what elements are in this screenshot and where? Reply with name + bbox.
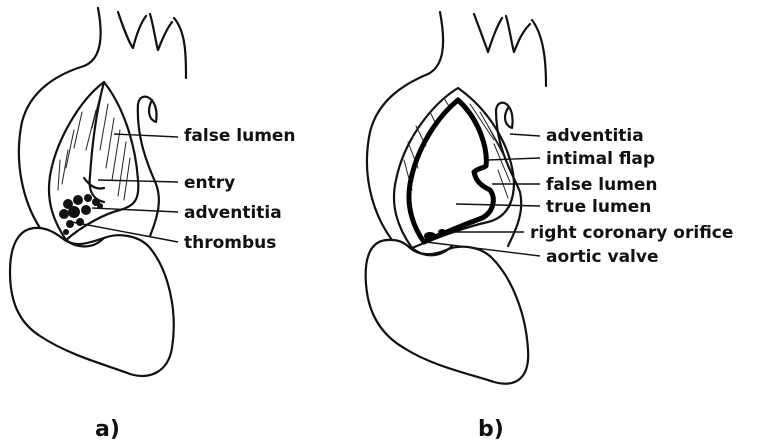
leader-true-lumen-b (456, 204, 540, 206)
leader-adventitia-a (92, 208, 178, 212)
heart-outline-b (366, 240, 529, 384)
leader-entry-a (98, 180, 178, 182)
label-true-lumen-b: true lumen (546, 197, 651, 217)
leader-aortic-valve-b (426, 242, 540, 256)
panel-a-labels: false lumen entry adventitia thrombus (184, 126, 296, 253)
panel-b-caption: b) (478, 417, 504, 442)
wall-hatching-a (58, 96, 130, 200)
label-adventitia-b: adventitia (546, 126, 644, 146)
great-vessels-b (474, 14, 546, 86)
leader-thrombus-a (72, 222, 178, 242)
panel-b-drawing (366, 12, 546, 384)
label-thrombus-a: thrombus (184, 233, 276, 253)
aorta-back-wall-a (138, 97, 159, 236)
panel-a-drawing (10, 8, 186, 376)
label-aortic-valve-b: aortic valve (546, 247, 658, 267)
great-vessels-a (118, 12, 186, 78)
label-adventitia-a: adventitia (184, 203, 282, 223)
label-entry-a: entry (184, 173, 235, 193)
label-right-coronary-orifice-b: right coronary orifice (530, 223, 733, 243)
label-intimal-flap-b: intimal flap (546, 149, 655, 169)
panel-a-caption: a) (95, 417, 120, 442)
leader-intimal-flap-b (488, 158, 540, 160)
label-false-lumen-b: false lumen (546, 175, 658, 195)
leader-adventitia-b (510, 134, 540, 136)
leader-false-lumen-a (114, 134, 178, 137)
label-false-lumen-a: false lumen (184, 126, 296, 146)
panel-b-labels: adventitia intimal flap false lumen true… (530, 126, 733, 267)
heart-outline-a (10, 228, 174, 376)
